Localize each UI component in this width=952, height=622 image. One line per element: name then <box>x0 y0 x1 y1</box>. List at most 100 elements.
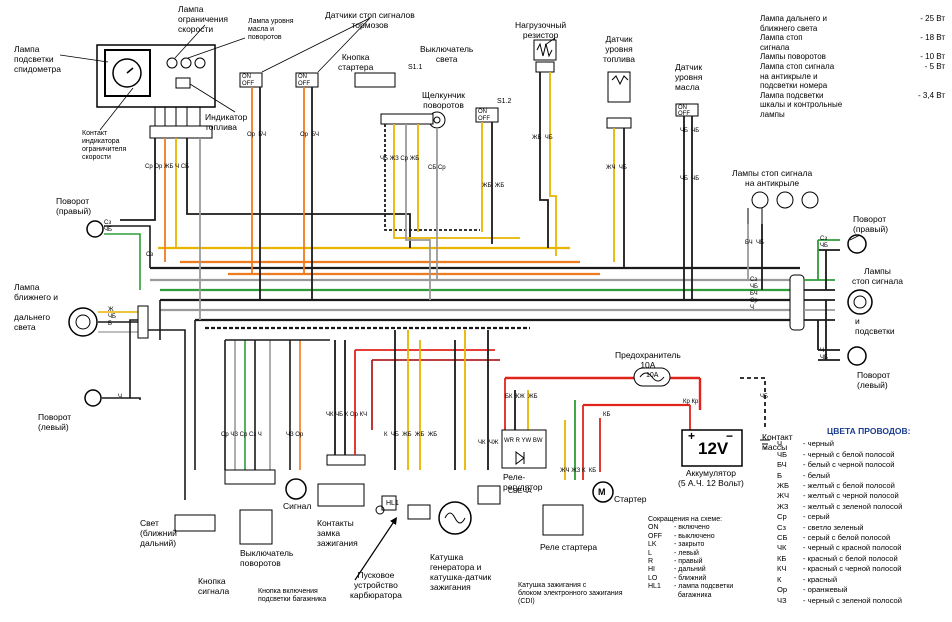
front-left-turn-lamp <box>84 389 102 407</box>
oil-lamp-label: Лампа уровня масла и поворотов <box>248 18 294 41</box>
code-horn: ЧЗ Ор <box>286 432 304 438</box>
legend-item: ЖБ- желтый с белой полосой <box>777 481 895 491</box>
carb-starter-label: Пусковое устройство карбюратора <box>350 570 402 600</box>
legend-item: КЧ- красный с черной полосой <box>777 564 902 574</box>
brake2-on: ON <box>298 74 307 80</box>
speed-limit-lamp-icon <box>166 57 178 69</box>
spark-label: СВЕЧА <box>508 488 532 495</box>
anti-wing-lamp-1 <box>751 191 769 209</box>
code-relay: ЖЧ ЖЗ К КБ <box>560 468 597 474</box>
headlamp-label: Лампа ближнего и дальнего света <box>14 282 59 332</box>
oil-off: OFF <box>678 111 690 117</box>
code-rear-left: Ч ЧБ <box>820 348 828 361</box>
and-light-label: и подсветки <box>855 316 895 336</box>
headlamp-icon <box>68 307 98 337</box>
spec-row: Лампа дальнего и ближнего света- 25 Вт <box>760 14 945 33</box>
rear-left-turn-lamp <box>847 346 867 366</box>
turn-right-rear-label: Поворот (правый) <box>853 214 889 234</box>
brake2-off: OFF <box>298 81 310 87</box>
code-oil: ЧБ ЧБ <box>680 128 700 134</box>
legend-item: БЧ- белый с черной полосой <box>777 460 895 470</box>
code-brake1: Ор БЧ <box>247 132 267 138</box>
battery-voltage: 12V <box>698 439 729 458</box>
starter-relay-label: Реле стартера <box>540 542 598 552</box>
trunk-lamp-body <box>381 495 397 511</box>
code-reg: БК КЖ ЖБ <box>505 394 538 400</box>
anti-wing-lamp-3 <box>801 191 819 209</box>
light-selector-switch <box>174 514 216 532</box>
spec-row: Лампа подсветки шкалы и контрольные ламп… <box>760 90 945 119</box>
abbr-item: LO- ближний <box>648 574 707 582</box>
fuel-indicator-icon <box>175 77 191 89</box>
turn-switch-body <box>239 509 273 545</box>
speed-contact-label: Контакт индикатора ограничителя скорости <box>82 130 127 161</box>
rear-connector <box>789 274 805 331</box>
horn-label: Сигнал <box>283 501 312 511</box>
abbr-item: HI- дальний <box>648 566 706 574</box>
brake1-off: OFF <box>242 81 254 87</box>
code-dash: Ср Ор ЖБ Ч СБ <box>145 164 190 170</box>
abbr-item: HL1- лампа подсветки багажника <box>648 583 734 599</box>
trunk-button-label: Кнопка включения подсветки багажника <box>258 588 327 603</box>
starter-label: Стартер <box>614 494 647 504</box>
code-rear-rows: Сз ЧБ БЧ Ср Ч <box>750 277 758 311</box>
brake1-on: ON <box>242 74 251 80</box>
main-harness <box>150 246 800 330</box>
legend-item: ЖЗ- желтый с зеленой полосой <box>777 501 903 511</box>
turn-right-front-label: Поворот (правый) <box>56 196 92 216</box>
code-batt: ЧБ <box>760 394 768 400</box>
generator-label: Катушка генератора и катушка-датчик зажи… <box>430 552 492 592</box>
legend-item: Ч- черный <box>777 439 834 449</box>
oil-on: ON <box>678 105 687 111</box>
brake-sensor-connectors <box>239 72 699 123</box>
mass-contact-label: Контакт массы <box>762 432 793 452</box>
fuel-sensor-body <box>607 71 631 103</box>
abbr-item: LK- закрыто <box>648 541 705 549</box>
hl1-label: HL1 <box>386 500 399 507</box>
code-turn-rf: Сз ЧБ <box>104 220 112 233</box>
starter-m: M <box>598 487 606 497</box>
load-resistor-label: Нагрузочный резистор <box>515 20 567 40</box>
abbr-item: OFF- выключено <box>648 532 715 540</box>
cdi-block <box>477 485 501 505</box>
legend-title: ЦВЕТА ПРОВОДОВ: <box>827 426 911 436</box>
code-cdi: ЧК ЧЖ <box>478 440 499 446</box>
battery-minus: − <box>726 429 734 443</box>
reg-pins: WR R YW BW <box>504 438 543 444</box>
light-low-high-label: Свет (ближний дальний) <box>140 518 177 548</box>
abbr-item: R- правый <box>648 558 703 566</box>
spec-row: Лампа стоп сигнала на антикрыле и подсве… <box>760 61 945 91</box>
abbreviations-legend: Сокращения на схеме: ON- включено OFF- в… <box>648 516 778 600</box>
front-right-turn-lamp <box>86 220 104 238</box>
s11-label: S1.1 <box>408 64 423 71</box>
code-brake2: Ор БЧ <box>300 132 320 138</box>
code-gen: К ЧБ ЖБ ЖБ ЖБ <box>384 432 438 438</box>
brake-lamps-anti-label: Лампы стоп сигнала на антикрыле <box>732 168 813 188</box>
carb-starter-body <box>407 504 431 520</box>
code-fuel: ЖЧ ЧБ <box>606 165 627 171</box>
s12-off: OFF <box>478 116 490 122</box>
legend-item: Ср- серый <box>777 512 830 522</box>
turn-switch-label: Выключатель поворотов <box>240 548 294 568</box>
legend-item: Сз- светло зеленый <box>777 522 864 532</box>
fuel-indicator-label: Индикатор топлива <box>205 112 248 132</box>
oil-lamp-icon <box>180 57 192 69</box>
fuel-sensor-label: Датчик уровня топлива <box>603 34 635 64</box>
code-head: Ж ЧБ Б <box>108 307 116 327</box>
abbr-title: Сокращения на схеме: <box>648 516 723 523</box>
dashboard-frame <box>96 44 216 108</box>
legend-item: ЧК- черный с красной полосой <box>777 543 902 553</box>
code-light-sw: ЧБ ЖЗ Ср ЖБ <box>380 156 420 162</box>
lamp-specs: Лампа дальнего и ближнего света- 25 Вт Л… <box>760 14 945 120</box>
fuse-value: 10A <box>646 372 659 379</box>
oil-sensor-label: Датчик уровня масла <box>675 62 703 92</box>
spec-row: Лампа стоп сигнала- 18 Вт <box>760 33 945 52</box>
ignition-switch-body <box>317 483 365 507</box>
code-turn-lf: Ч <box>118 394 122 400</box>
turn-left-rear-label: Поворот (левый) <box>857 370 891 390</box>
brake-lamps-label: Лампы стоп сигнала <box>852 266 903 286</box>
starter-button-label: Кнопка стартера <box>338 52 374 72</box>
brake-sensors-label: Датчики стоп сигналов тормозов <box>325 10 415 30</box>
turn-clicker-label: Щелкунчик поворотов <box>422 90 466 110</box>
